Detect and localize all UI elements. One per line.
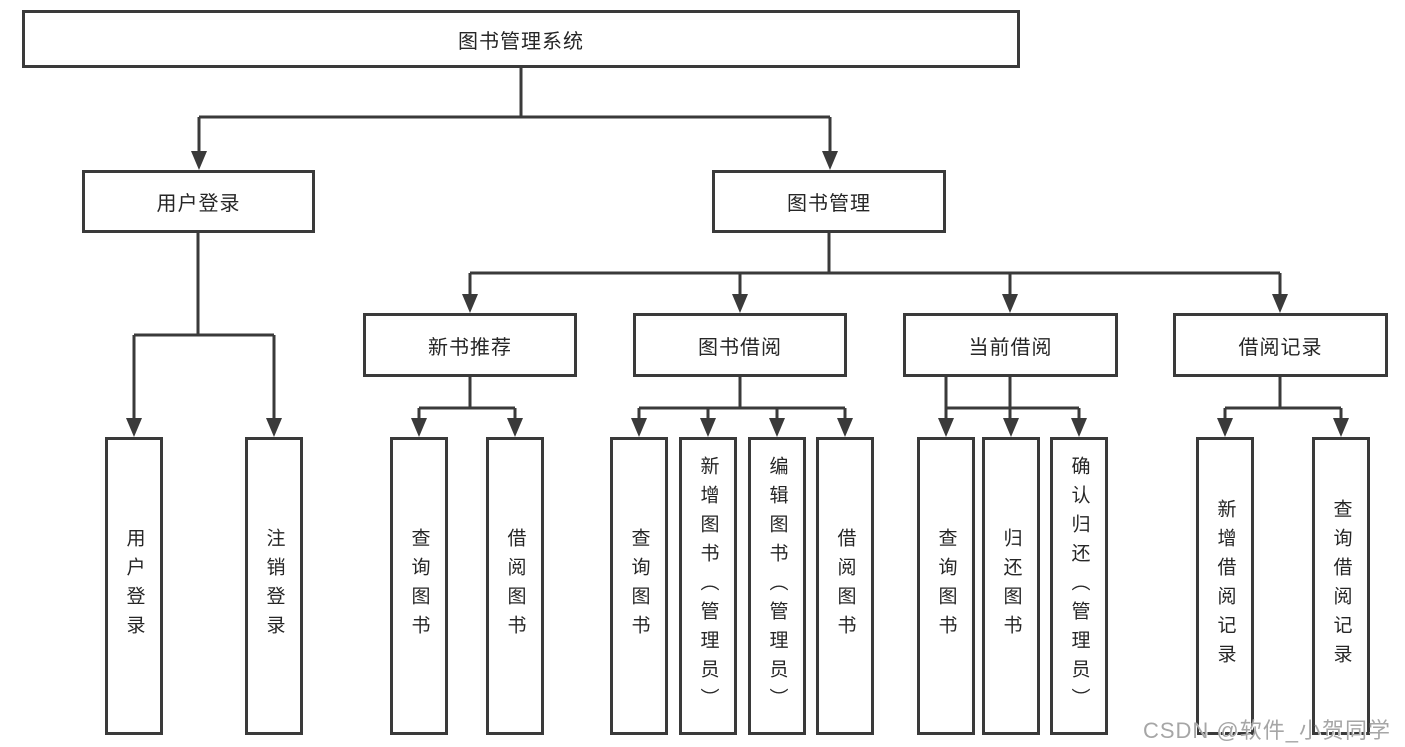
arrow-down-icon — [769, 418, 785, 437]
node-book-borrow-label: 图书借阅 — [698, 336, 782, 359]
leaf-logout-label: 注销登录 — [263, 528, 285, 644]
arrow-down-icon — [1333, 418, 1349, 437]
connector-current-borrow-branch — [944, 377, 1081, 420]
arrow-down-icon — [822, 151, 838, 170]
node-current-borrow-label: 当前借阅 — [968, 336, 1053, 359]
arrow-down-icon — [462, 294, 478, 313]
leaf-user-login-label: 用户登录 — [123, 528, 145, 644]
leaf-query-borrow-record: 查询借阅记录 — [1312, 437, 1370, 735]
leaf-query-books-current-label: 查询图书 — [935, 528, 957, 644]
leaf-borrow-books-recommend-label: 借阅图书 — [504, 528, 526, 644]
node-user-login: 用户登录 — [82, 170, 315, 233]
connector-user-login-branch — [132, 233, 276, 420]
leaf-return-books: 归还图书 — [982, 437, 1040, 735]
node-borrow-records-label: 借阅记录 — [1238, 336, 1323, 359]
connector-root-to-level1 — [197, 68, 832, 153]
arrow-down-icon — [1002, 294, 1018, 313]
arrow-down-icon — [700, 418, 716, 437]
leaf-edit-books-admin-label: 编辑图书（管理员） — [766, 455, 788, 717]
node-borrow-records: 借阅记录 — [1173, 313, 1388, 377]
leaf-borrow-books: 借阅图书 — [816, 437, 874, 735]
arrow-down-icon — [1217, 418, 1233, 437]
leaf-borrow-books-recommend: 借阅图书 — [486, 437, 544, 735]
leaf-query-books-current: 查询图书 — [917, 437, 975, 735]
node-root-system-label: 图书管理系统 — [458, 30, 584, 53]
connector-borrow-record-branch — [1223, 377, 1343, 420]
arrow-down-icon — [1003, 418, 1019, 437]
node-current-borrow: 当前借阅 — [903, 313, 1118, 377]
arrow-down-icon — [126, 418, 142, 437]
arrow-down-icon — [191, 151, 207, 170]
connector-new-book-branch — [417, 377, 517, 420]
leaf-return-books-label: 归还图书 — [1000, 528, 1022, 644]
node-user-login-label: 用户登录 — [156, 193, 241, 215]
leaf-query-books-recommend-label: 查询图书 — [408, 528, 430, 644]
arrow-down-icon — [732, 294, 748, 313]
connector-book-borrow-branch — [637, 377, 847, 420]
arrow-down-icon — [1272, 294, 1288, 313]
leaf-query-books-borrow-label: 查询图书 — [628, 528, 650, 644]
arrow-down-icon — [507, 418, 523, 437]
leaf-add-borrow-record: 新增借阅记录 — [1196, 437, 1254, 735]
arrow-down-icon — [411, 418, 427, 437]
leaf-logout: 注销登录 — [245, 437, 303, 735]
node-new-book-recommend: 新书推荐 — [363, 313, 577, 377]
arrow-down-icon — [1071, 418, 1087, 437]
arrowheads — [126, 151, 1349, 437]
leaf-confirm-return-admin: 确认归还（管理员） — [1050, 437, 1108, 735]
arrow-down-icon — [631, 418, 647, 437]
arrow-down-icon — [938, 418, 954, 437]
leaf-add-books-admin: 新增图书（管理员） — [679, 437, 737, 735]
leaf-borrow-books-label: 借阅图书 — [834, 528, 856, 644]
leaf-query-books-recommend: 查询图书 — [390, 437, 448, 735]
leaf-add-borrow-record-label: 新增借阅记录 — [1214, 499, 1236, 673]
leaf-query-books-borrow: 查询图书 — [610, 437, 668, 735]
node-book-management: 图书管理 — [712, 170, 946, 233]
leaf-edit-books-admin: 编辑图书（管理员） — [748, 437, 806, 735]
arrow-down-icon — [837, 418, 853, 437]
node-root-system: 图书管理系统 — [22, 10, 1020, 68]
connector-book-management-branch — [468, 233, 1282, 296]
arrow-down-icon — [266, 418, 282, 437]
leaf-confirm-return-admin-label: 确认归还（管理员） — [1068, 455, 1090, 717]
leaf-query-borrow-record-label: 查询借阅记录 — [1330, 499, 1352, 673]
node-book-borrow: 图书借阅 — [633, 313, 847, 377]
leaf-add-books-admin-label: 新增图书（管理员） — [697, 455, 719, 717]
node-book-management-label: 图书管理 — [787, 193, 871, 215]
leaf-user-login: 用户登录 — [105, 437, 163, 735]
node-new-book-recommend-label: 新书推荐 — [428, 336, 512, 359]
